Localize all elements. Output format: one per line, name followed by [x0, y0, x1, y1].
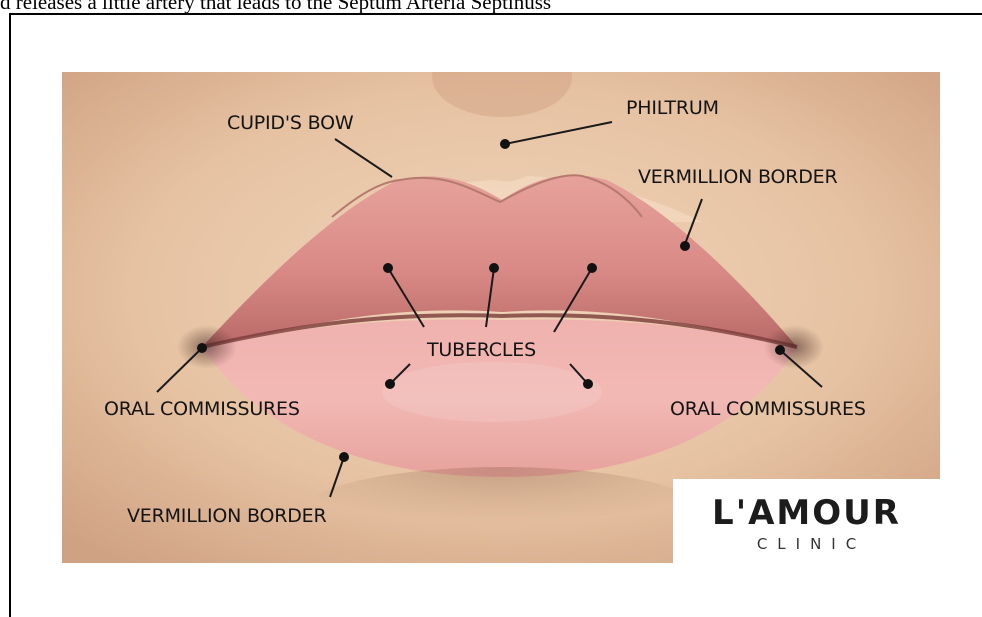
logo-name: L'AMOUR [673, 493, 940, 533]
label-oral-commissures-left: ORAL COMMISSURES [104, 398, 300, 420]
tubercle-dot-3 [587, 263, 597, 273]
logo-sub: CLINIC [673, 535, 940, 553]
label-oral-commissures-right: ORAL COMMISSURES [670, 398, 866, 420]
chin-shadow [302, 467, 702, 557]
label-vermillion-border-top: VERMILLION BORDER [638, 166, 837, 188]
vermillion-border-top-dot [680, 241, 690, 251]
commissure-left-dot [197, 343, 207, 353]
lower-lip-gloss [382, 362, 602, 422]
tubercle-dot-5 [583, 379, 593, 389]
philtrum-dot [500, 139, 510, 149]
tubercle-dot-1 [383, 263, 393, 273]
vermillion-border-bottom-dot [339, 452, 349, 462]
label-vermillion-border-bottom: VERMILLION BORDER [127, 505, 326, 527]
label-tubercles: TUBERCLES [427, 339, 536, 361]
label-cupids-bow: CUPID'S BOW [227, 112, 353, 134]
label-philtrum: PHILTRUM [626, 97, 719, 119]
caption-fragment: d releases a little artery that leads to… [0, 0, 982, 13]
tubercle-dot-2 [489, 263, 499, 273]
commissure-right-dot [775, 345, 785, 355]
tubercle-dot-4 [385, 379, 395, 389]
clinic-logo: L'AMOUR CLINIC [673, 479, 940, 563]
